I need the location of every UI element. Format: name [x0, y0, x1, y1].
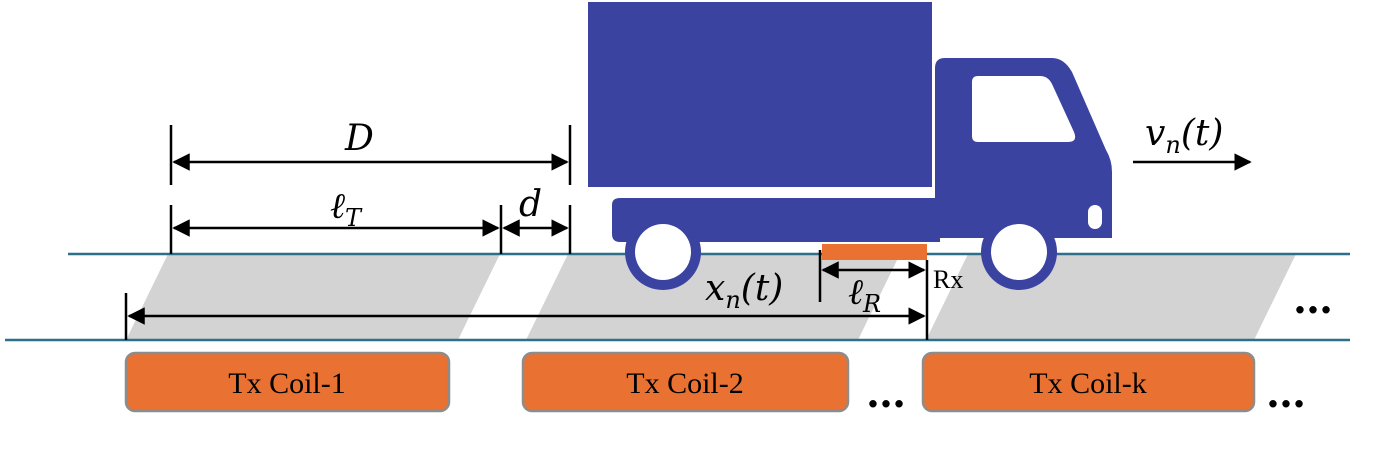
truck-front-wheel-hub [991, 224, 1047, 280]
ellipsis-after-coils: … [1266, 370, 1306, 417]
tx-coil-1: Tx Coil-1 [124, 351, 451, 413]
truck-cargo-box [588, 2, 932, 187]
tx-coil-k-label: Tx Coil-k [1029, 367, 1147, 400]
receiver-pad [822, 244, 927, 260]
truck-headlight [1088, 205, 1102, 229]
truck-window [972, 76, 1076, 142]
label-xn: xn(t) [705, 268, 783, 314]
ellipsis-road-end: … [1293, 276, 1333, 323]
tx-coil-2: Tx Coil-2 [521, 351, 850, 413]
label-d: d [519, 184, 542, 225]
label-velocity: vn(t) [1145, 113, 1223, 159]
truck [588, 2, 1112, 290]
tx-coil-1-label: Tx Coil-1 [228, 367, 346, 400]
label-D: D [344, 118, 374, 159]
tx-coil-2-label: Tx Coil-2 [626, 367, 744, 400]
road-pad-1 [126, 254, 500, 340]
label-ellR: ℓR [848, 272, 881, 318]
ellipsis-between-coils: … [866, 370, 906, 417]
road-pad-3 [926, 254, 1296, 340]
label-rx: Rx [933, 265, 963, 294]
label-ellT: ℓT [330, 186, 363, 232]
tx-coil-k: Tx Coil-k [921, 351, 1256, 413]
truck-rear-wheel-hub [635, 224, 691, 280]
